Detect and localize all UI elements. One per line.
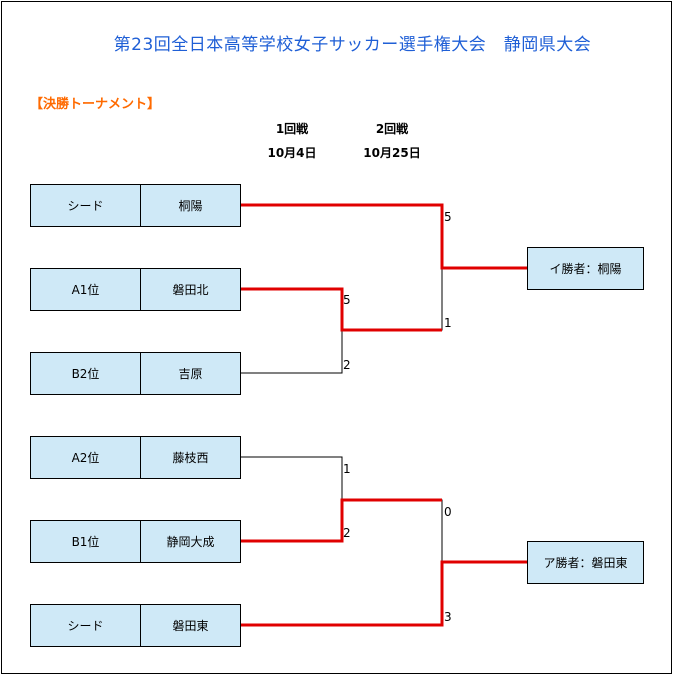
entry-seed: シード <box>30 604 141 647</box>
entry-team: 磐田東 <box>140 604 241 647</box>
line-shizuokataisei <box>240 498 442 543</box>
entry-seed: A2位 <box>30 436 141 479</box>
section-subtitle: 【決勝トーナメント】 <box>30 97 161 112</box>
entry-seed: A1位 <box>30 268 141 311</box>
entry-seed: B2位 <box>30 352 141 395</box>
score: 0 <box>444 505 452 519</box>
score: 5 <box>444 210 452 224</box>
entry-team: 静岡大成 <box>140 520 241 563</box>
round1-date: 10月4日 <box>267 146 317 160</box>
round1-name: 1回戦 <box>275 122 309 136</box>
score: 3 <box>444 610 452 624</box>
line-iwatakita <box>240 287 442 332</box>
line-yoshiwara <box>240 330 343 374</box>
entry-seed: B1位 <box>30 520 141 563</box>
entry-seed: シード <box>30 184 141 227</box>
winner-box: ア勝者：磐田東 <box>527 541 644 584</box>
line-fujiedanishi <box>240 456 343 500</box>
entry-team: 藤枝西 <box>140 436 241 479</box>
entry-team: 磐田北 <box>140 268 241 311</box>
round2-name: 2回戦 <box>375 122 409 136</box>
score: 5 <box>343 293 351 307</box>
entry-team: 吉原 <box>140 352 241 395</box>
page-title: 第23回全日本高等学校女子サッカー選手権大会 静岡県大会 <box>113 35 592 55</box>
line-iwatahigashi <box>240 560 528 627</box>
score: 1 <box>343 462 351 476</box>
score: 1 <box>444 316 452 330</box>
entry-team: 桐陽 <box>140 184 241 227</box>
line-r2-top-loser <box>342 268 443 331</box>
line-r2-bottom-loser <box>342 499 443 562</box>
winner-box: イ勝者：桐陽 <box>527 247 644 290</box>
score: 2 <box>343 526 351 540</box>
score: 2 <box>343 358 351 372</box>
line-toyo <box>240 203 528 270</box>
round2-date: 10月25日 <box>363 146 421 160</box>
